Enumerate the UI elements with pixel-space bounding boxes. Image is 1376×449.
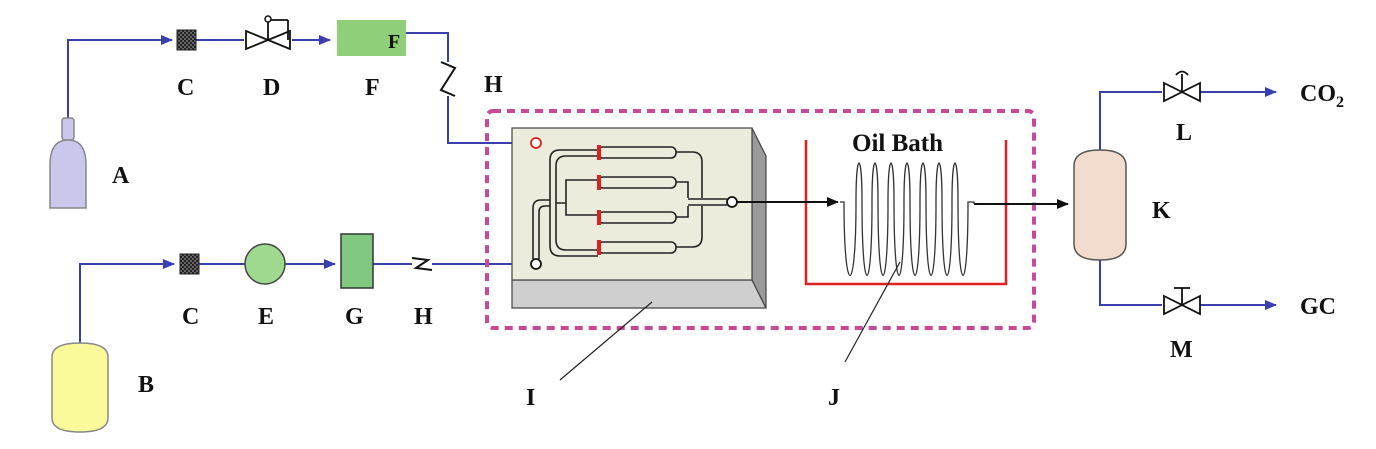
label-c-top: C xyxy=(177,75,194,101)
filter-c-bottom xyxy=(179,253,200,275)
preheater-g xyxy=(340,233,374,289)
label-h-bottom: H xyxy=(414,304,433,330)
leader-line-i xyxy=(559,301,653,381)
liquid-tank-b xyxy=(51,342,109,433)
label-f: F xyxy=(365,75,380,101)
label-g: G xyxy=(345,304,364,330)
gas-outlet-line xyxy=(1099,87,1277,150)
valve-l xyxy=(1163,70,1201,103)
check-valve-h-top xyxy=(439,61,457,97)
leader-line-j xyxy=(844,261,901,363)
label-c-bottom: C xyxy=(182,304,199,330)
label-h-top: H xyxy=(484,72,503,98)
label-k: K xyxy=(1152,198,1171,224)
valve-d xyxy=(245,15,291,51)
label-e: E xyxy=(258,304,274,330)
label-a: A xyxy=(112,163,130,189)
filter-c-top xyxy=(176,29,197,51)
label-m: M xyxy=(1170,337,1193,363)
check-valve-h-bottom xyxy=(411,257,433,271)
reaction-coil xyxy=(840,162,975,276)
microreactor-chip-i xyxy=(511,127,767,309)
reaction-zone-boundary xyxy=(485,109,1036,330)
liquid-line xyxy=(79,259,529,343)
liquid-outlet-line xyxy=(1099,260,1277,310)
mfc-f-box-label: F xyxy=(388,31,400,53)
label-i: I xyxy=(526,385,535,411)
oil-bath-container xyxy=(804,140,1008,286)
gas-line xyxy=(67,32,525,148)
label-j: J xyxy=(828,385,840,411)
gas-cylinder-a xyxy=(49,117,87,209)
pump-e xyxy=(244,243,286,285)
mass-flow-controller-f xyxy=(337,20,406,56)
label-d: D xyxy=(263,75,280,101)
label-l: L xyxy=(1176,120,1192,146)
oil-bath-title: Oil Bath xyxy=(852,130,943,157)
label-b: B xyxy=(138,372,154,398)
outlet-co2: CO2 xyxy=(1300,81,1344,111)
outlet-gc: GC xyxy=(1300,294,1336,320)
valve-m xyxy=(1163,287,1201,316)
gas-liquid-separator-k xyxy=(1073,149,1127,261)
